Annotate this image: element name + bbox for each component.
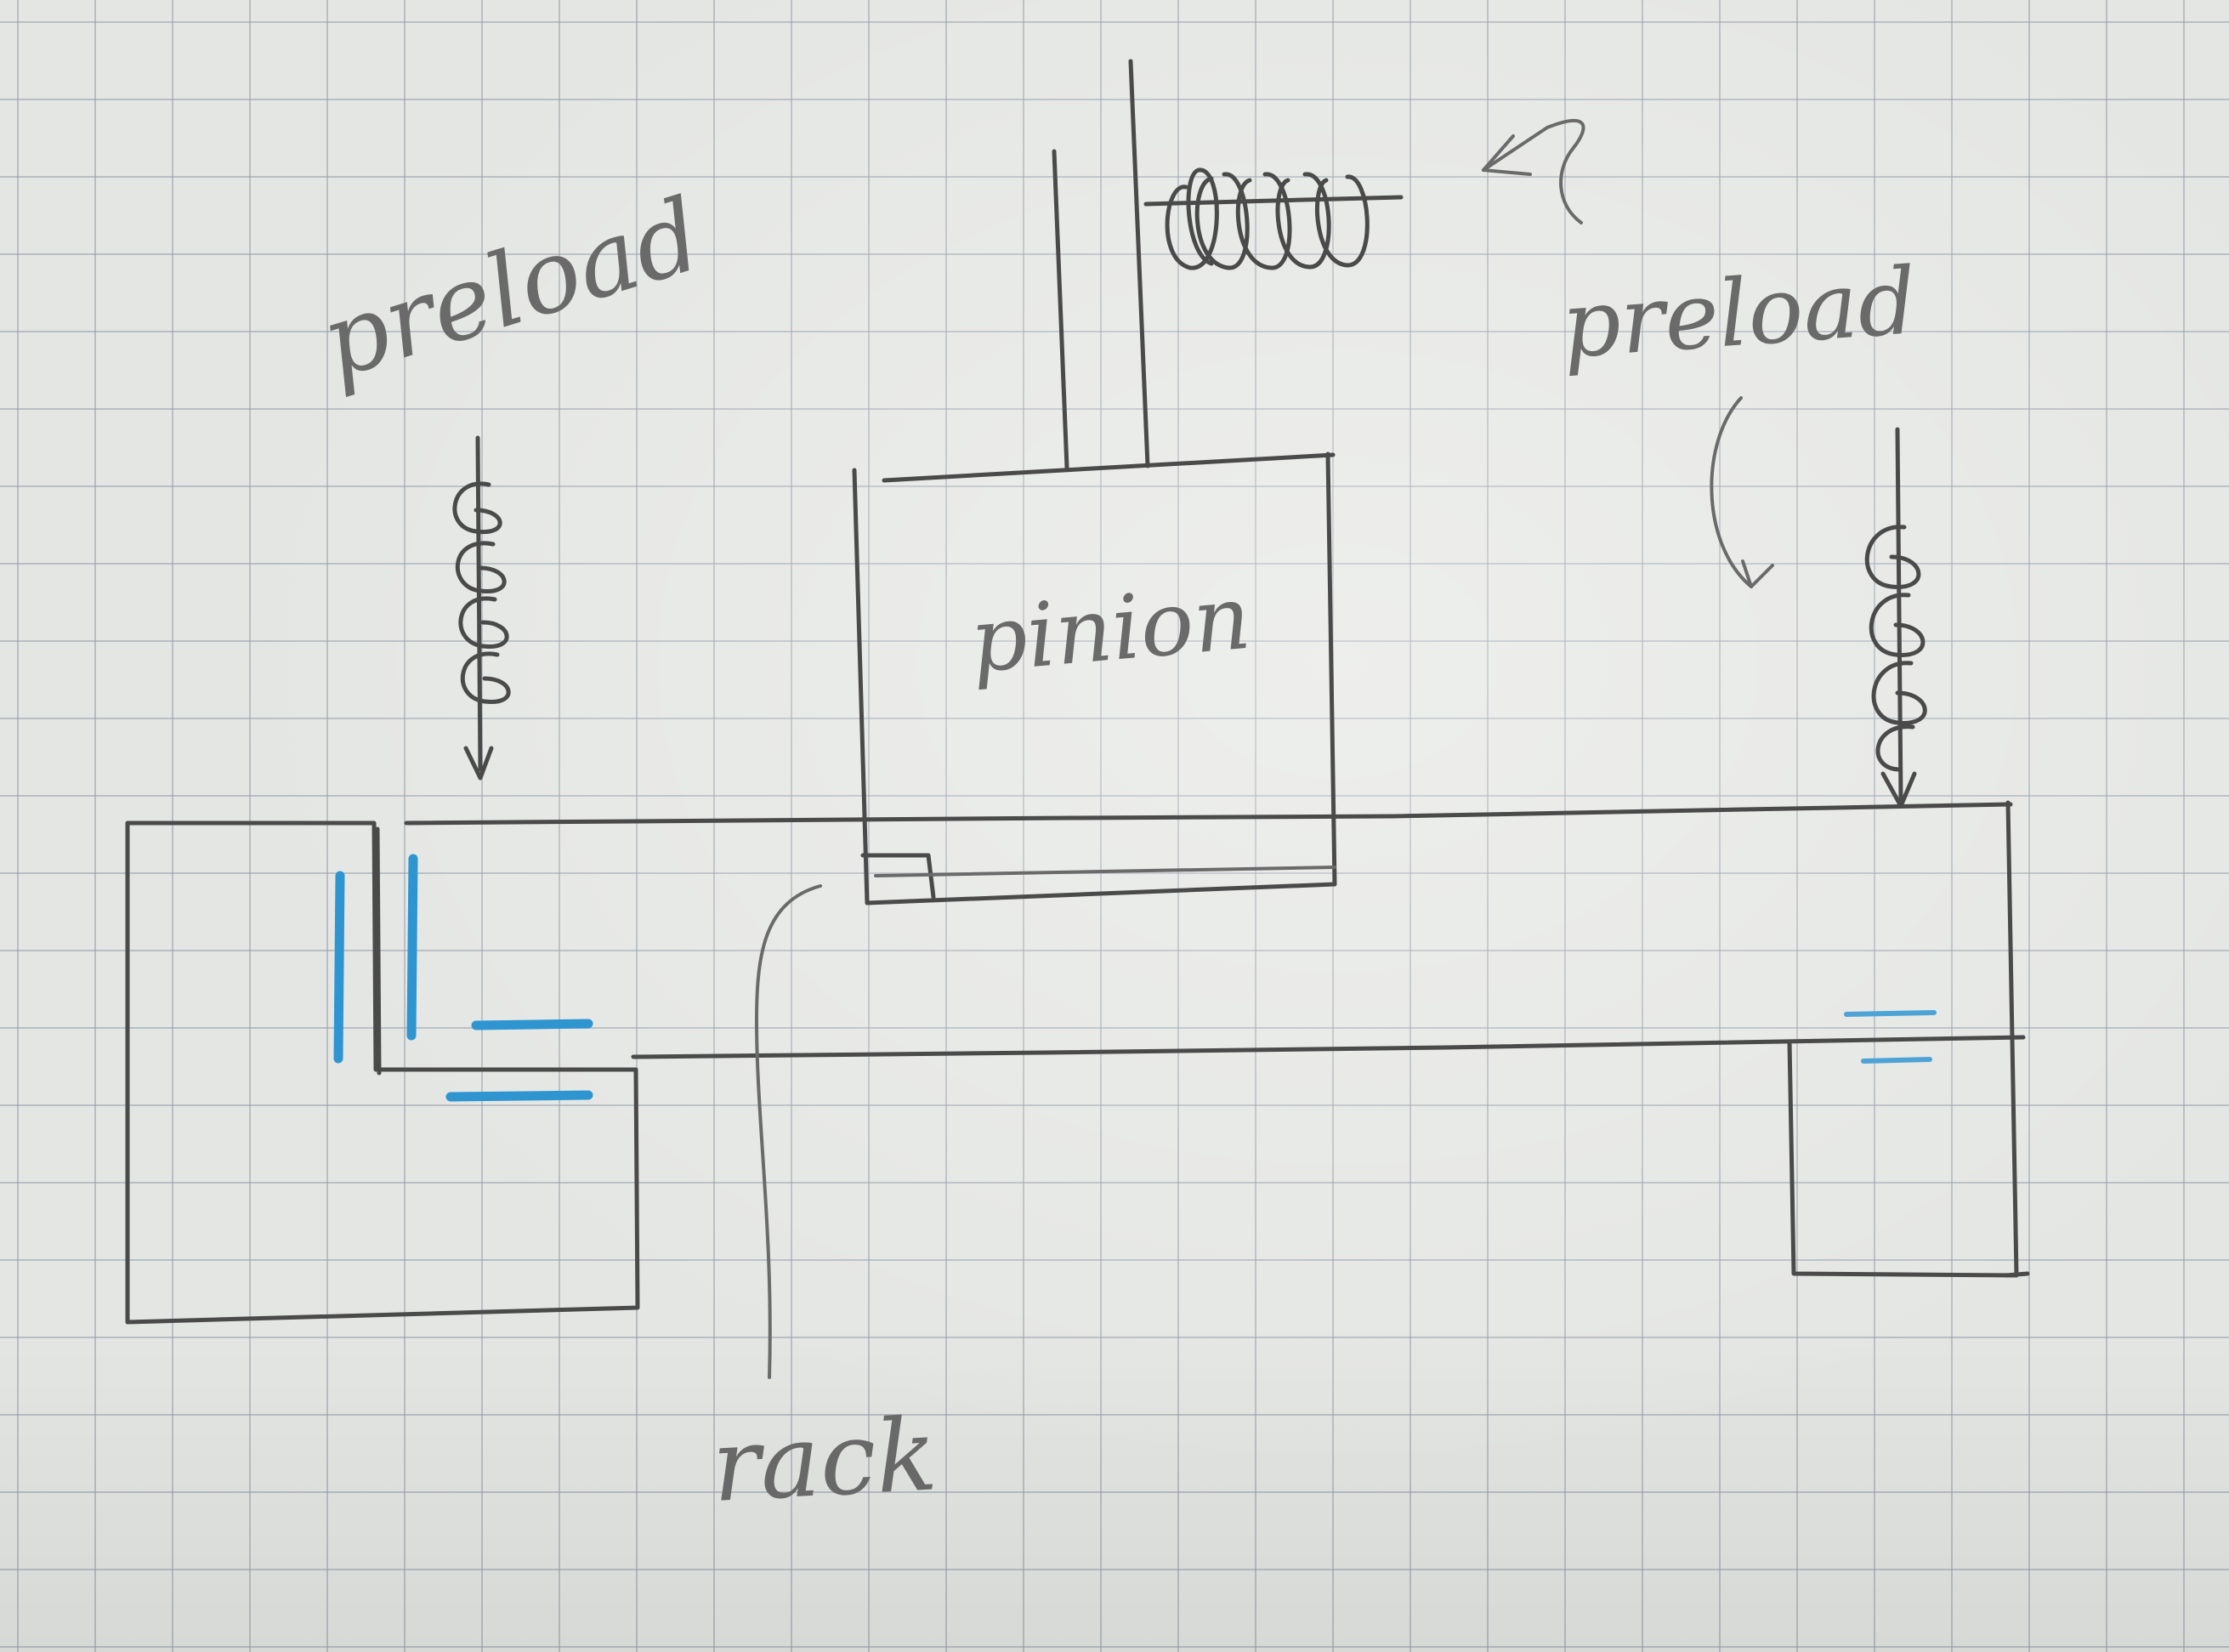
- top-spring-icon: [1143, 167, 1404, 270]
- pinion-shaft: [1052, 59, 1150, 470]
- left-preload-spring-icon: [452, 435, 511, 781]
- rotation-arrow-icon: [1482, 118, 1585, 224]
- right-preload-spring-icon: [1864, 427, 1927, 809]
- pinion-box: [852, 451, 1337, 905]
- right-preload-leader-icon: [1710, 396, 1774, 588]
- pinion-label: pinion: [967, 565, 1255, 693]
- right-support-block: [1787, 800, 2030, 1278]
- preload-left-label: preload: [309, 175, 714, 400]
- left-support-block: [125, 820, 640, 1325]
- preload-right-label: preload: [1558, 248, 1920, 379]
- rack-leader-line: [755, 884, 822, 1379]
- blue-flexure-marks-left: [333, 854, 593, 1102]
- blue-flexure-marks-right: [1844, 1010, 1937, 1064]
- rack-label: rack: [709, 1395, 939, 1524]
- rack-bar: [404, 802, 2026, 1059]
